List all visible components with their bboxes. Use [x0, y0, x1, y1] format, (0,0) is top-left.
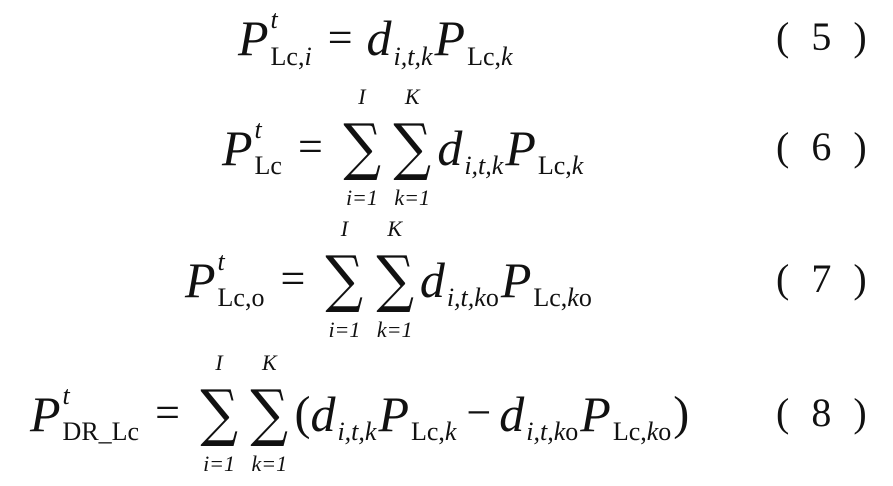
upper-limit: I — [358, 84, 366, 109]
sub: k — [567, 283, 579, 313]
upper-limit: K — [387, 216, 403, 241]
sub: i,t,k — [337, 417, 377, 447]
scripts: i,t,k — [337, 380, 376, 448]
symbol-P: P — [500, 251, 532, 308]
lower-limit: i=1 — [345, 184, 378, 210]
lower-limit: k=1 — [376, 316, 413, 342]
symbol-P: P — [505, 119, 536, 176]
symbol-P: P — [378, 385, 409, 442]
sum-k: K∑k=1 — [247, 350, 291, 477]
sub: k — [553, 417, 566, 447]
equation-label-5: ( 5 ) — [776, 14, 873, 59]
sup: t — [217, 246, 225, 276]
sum-k: K∑k=1 — [390, 84, 434, 211]
sub: Lc, — [270, 41, 305, 71]
sup: t — [62, 380, 70, 410]
upper-limit: K — [404, 84, 420, 109]
sub: Lc, — [533, 283, 568, 313]
sigma: ∑ — [375, 242, 414, 316]
symbol-d: d — [437, 119, 463, 176]
lower-limit: i=1 — [328, 316, 361, 342]
equals: = — [297, 122, 323, 172]
scripts: i,t,ko — [526, 380, 578, 448]
sub: k — [474, 283, 486, 313]
scripts: i,t,k — [394, 4, 433, 72]
sub: o — [485, 283, 499, 313]
sigma: ∑ — [393, 110, 432, 184]
scripts: Lc,ko — [613, 380, 671, 448]
sub: Lc,o — [217, 283, 265, 313]
sum-i: I∑i=1 — [340, 84, 384, 211]
sub: i,t,k — [464, 151, 504, 181]
sub: k — [571, 151, 584, 181]
sub: o — [658, 417, 672, 447]
equals: = — [155, 388, 180, 438]
sub: i,t, — [526, 417, 554, 447]
symbol-P: P — [238, 10, 269, 66]
sub: k — [501, 41, 513, 71]
equals: = — [327, 12, 353, 62]
lower-limit: i=1 — [203, 450, 236, 476]
symbol-d: d — [366, 10, 392, 66]
sum-k: K∑k=1 — [373, 216, 417, 343]
open-paren: ( — [294, 386, 311, 440]
sigma: ∑ — [200, 376, 238, 450]
sup: t — [270, 5, 278, 34]
scripts: Lc,k — [467, 4, 512, 72]
sum-i: I∑i=1 — [322, 216, 366, 343]
equals: = — [280, 254, 306, 304]
sub: o — [565, 417, 579, 447]
sub: Lc — [254, 151, 282, 181]
close-paren: ) — [673, 386, 690, 440]
sigma: ∑ — [250, 376, 289, 450]
sub: i,t,k — [393, 41, 433, 71]
sup: t — [254, 114, 262, 144]
symbol-P: P — [185, 251, 216, 308]
minus: − — [466, 388, 492, 438]
scripts: i,t,k — [464, 114, 503, 182]
equation-label-8: ( 8 ) — [776, 390, 873, 435]
lower-limit: k=1 — [394, 184, 430, 210]
symbol-d: d — [499, 385, 525, 442]
sum-i: I∑i=1 — [197, 350, 241, 477]
sub: Lc, — [467, 41, 501, 71]
sub: Lc, — [612, 417, 647, 447]
equation-label-6: ( 6 ) — [776, 124, 873, 169]
sub: k — [444, 417, 457, 447]
scripts: Lc,k — [411, 380, 456, 448]
sub: Lc, — [537, 151, 572, 181]
symbol-P: P — [222, 119, 253, 176]
sub: o — [578, 283, 592, 313]
symbol-P: P — [434, 10, 466, 66]
scripts: Lc,k — [538, 114, 583, 182]
sub: DR_Lc — [62, 417, 140, 447]
upper-limit: I — [215, 350, 223, 375]
symbol-d: d — [419, 251, 445, 308]
symbol-P: P — [580, 385, 611, 442]
sigma: ∑ — [325, 242, 364, 316]
scripts: Lc,ko — [533, 246, 591, 314]
sub: i — [304, 41, 312, 71]
scripts: i,t,ko — [447, 246, 499, 314]
upper-limit: I — [340, 216, 349, 241]
equation-label-7: ( 7 ) — [776, 256, 873, 301]
sigma: ∑ — [343, 110, 381, 184]
lower-limit: k=1 — [251, 450, 288, 476]
sub: Lc, — [410, 417, 445, 447]
sub: i,t, — [446, 283, 475, 313]
symbol-d: d — [310, 385, 336, 442]
symbol-P: P — [30, 385, 61, 442]
upper-limit: K — [261, 350, 277, 375]
sub: k — [646, 417, 659, 447]
